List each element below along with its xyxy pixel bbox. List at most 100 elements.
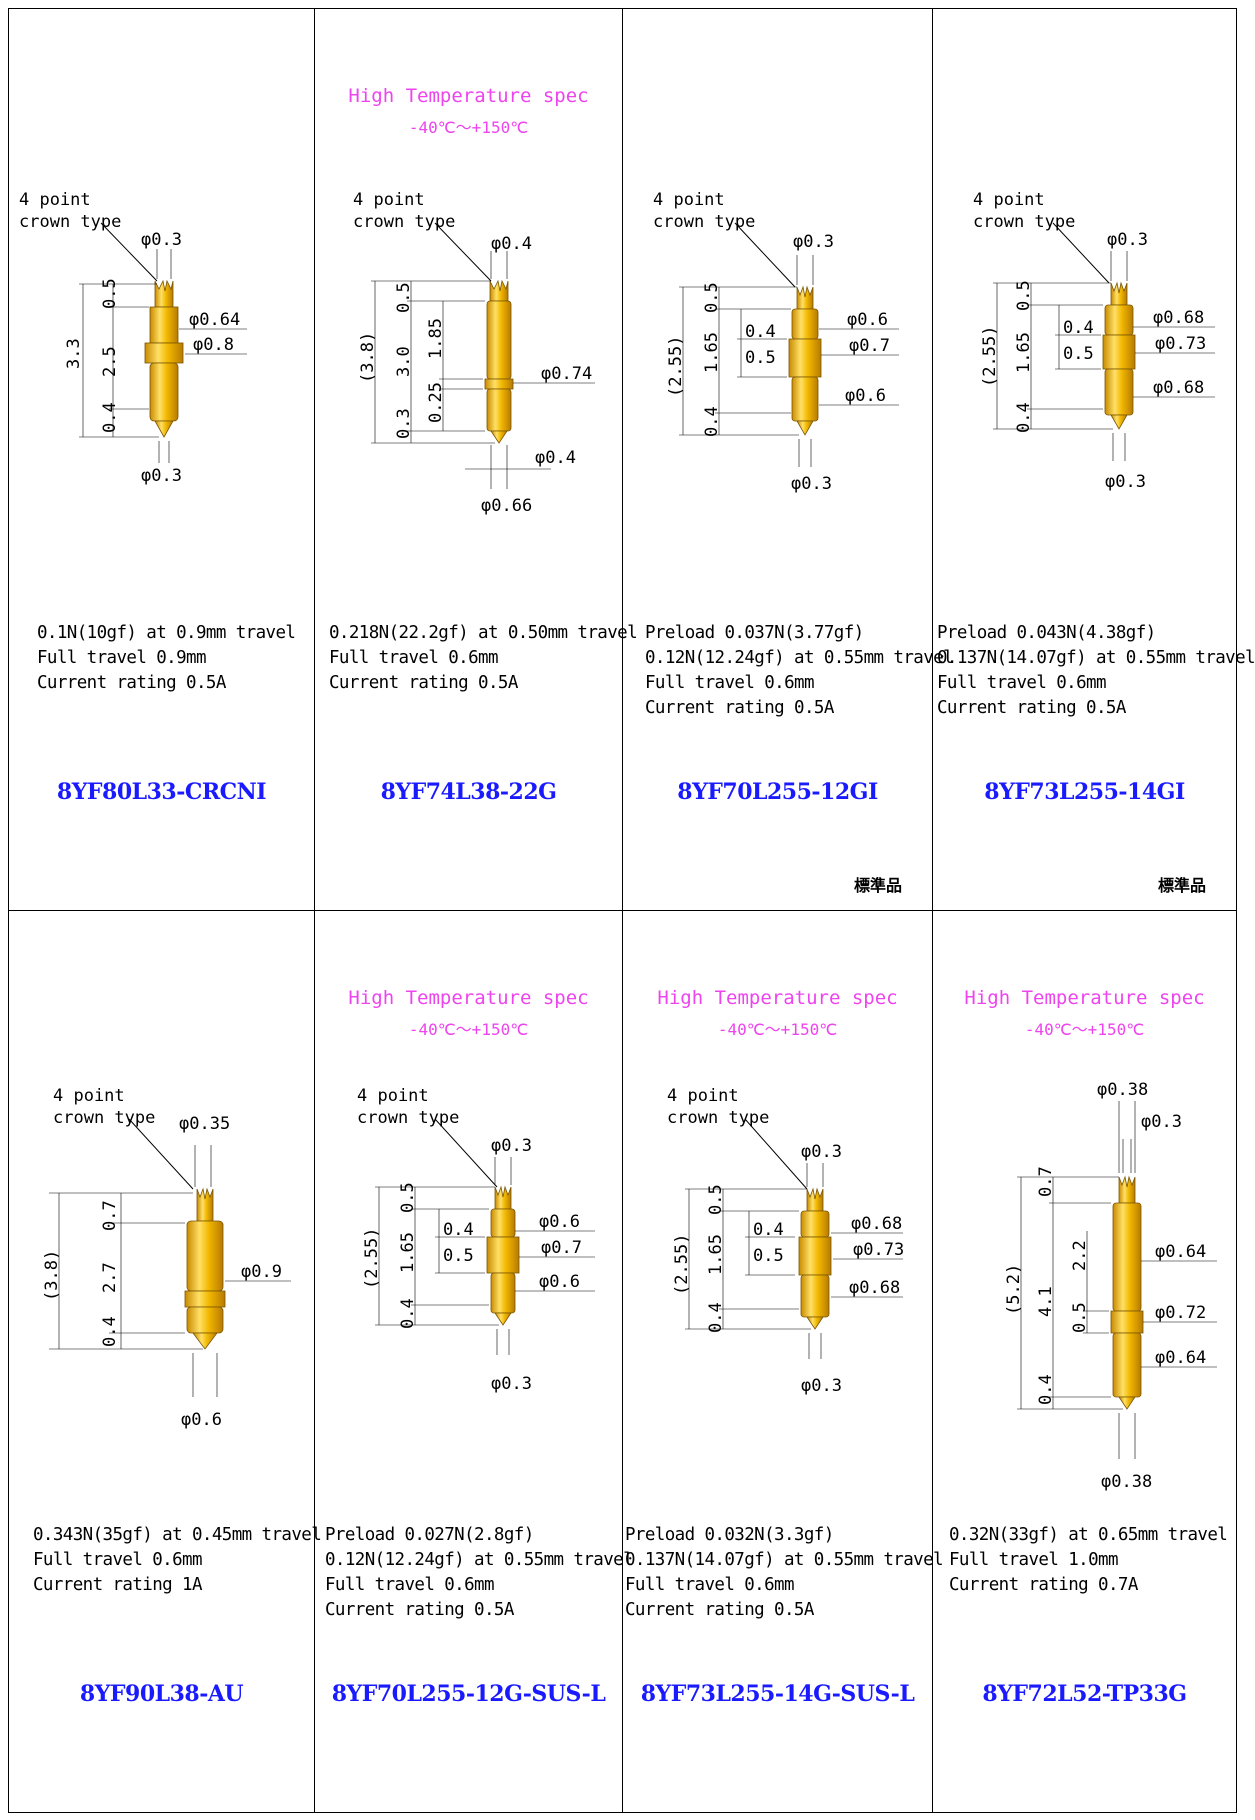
crown-label: crown type bbox=[973, 212, 1075, 232]
desc-line: Current rating 0.5A bbox=[645, 698, 834, 718]
spec-description: 0.1N(10gf) at 0.9mm travel Full travel 0… bbox=[37, 621, 296, 696]
desc-line: Full travel 0.6mm bbox=[329, 648, 499, 668]
dim-label: 4.1 bbox=[1036, 1286, 1056, 1317]
dim-label: 0.5 bbox=[745, 348, 776, 368]
dim-label: 0.4 bbox=[100, 402, 120, 433]
dim-label: 3.3 bbox=[64, 338, 84, 369]
dim-label: φ0.4 bbox=[491, 234, 532, 254]
product-cell-4: 4 point crown type φ0.3 φ0.6 bbox=[933, 9, 1255, 911]
dim-label: φ0.3 bbox=[491, 1136, 532, 1156]
dim-label: φ0.3 bbox=[141, 466, 182, 486]
dim-label: φ0.6 bbox=[539, 1272, 580, 1292]
pin-drawing-1: 4 point crown type φ0.3 φ0.64 φ0.8 bbox=[19, 190, 247, 486]
dim-label: φ0.3 bbox=[1105, 472, 1146, 492]
dim-label: φ0.3 bbox=[801, 1142, 842, 1162]
dim-label: 0.7 bbox=[100, 1200, 120, 1231]
desc-line: Full travel 0.6mm bbox=[937, 673, 1107, 693]
dim-label: 0.4 bbox=[753, 1220, 784, 1240]
crown-label: crown type bbox=[653, 212, 755, 232]
dim-label: φ0.66 bbox=[481, 496, 532, 516]
desc-line: 0.137N(14.07gf) at 0.55mm travel bbox=[625, 1550, 944, 1570]
dim-label: (5.2) bbox=[1004, 1264, 1024, 1315]
part-number: 8YF72L52-TP33G bbox=[982, 1681, 1187, 1707]
part-number: 8YF70L255-12GI bbox=[677, 779, 878, 805]
crown-label: crown type bbox=[53, 1108, 155, 1128]
dim-label: φ0.64 bbox=[189, 310, 240, 330]
desc-line: Full travel 0.6mm bbox=[645, 673, 815, 693]
dim-label: (2.55) bbox=[362, 1228, 382, 1289]
desc-line: Full travel 0.6mm bbox=[625, 1575, 795, 1595]
desc-line: Current rating 1A bbox=[33, 1575, 203, 1595]
desc-line: Current rating 0.5A bbox=[329, 673, 518, 693]
dim-label: (2.55) bbox=[672, 1234, 692, 1295]
dim-label: 0.5 bbox=[1014, 280, 1034, 311]
desc-line: Full travel 0.6mm bbox=[33, 1550, 203, 1570]
part-number: 8YF73L255-14G-SUS-L bbox=[640, 1681, 915, 1707]
spec-description: Preload 0.037N(3.77gf) 0.12N(12.24gf) at… bbox=[645, 621, 954, 721]
desc-line: Preload 0.032N(3.3gf) bbox=[625, 1525, 834, 1545]
dim-label: φ0.68 bbox=[1153, 308, 1204, 328]
product-cell-2: High Temperature spec -40℃～+150℃ 4 point… bbox=[315, 9, 638, 911]
dim-label: 0.25 bbox=[426, 382, 446, 423]
dim-label: φ0.64 bbox=[1155, 1242, 1206, 1262]
dim-label: 0.5 bbox=[398, 1182, 418, 1213]
dim-label: φ0.8 bbox=[193, 335, 234, 355]
dim-label: φ0.68 bbox=[851, 1214, 902, 1234]
spec-range: -40℃～+150℃ bbox=[408, 1020, 529, 1039]
part-number: 8YF90L38-AU bbox=[79, 1681, 244, 1707]
product-cell-8: High Temperature spec -40℃～+150℃ bbox=[933, 911, 1237, 1813]
product-cell-3: 4 point crown type φ0.3 φ0.6 bbox=[623, 9, 954, 911]
desc-line: Current rating 0.5A bbox=[625, 1600, 814, 1620]
dim-label: 0.4 bbox=[398, 1298, 418, 1329]
dim-label: 0.5 bbox=[753, 1246, 784, 1266]
desc-line: Full travel 1.0mm bbox=[949, 1550, 1119, 1570]
crown-label: 4 point bbox=[53, 1086, 125, 1106]
desc-line: 0.12N(12.24gf) at 0.55mm travel bbox=[325, 1550, 634, 1570]
dim-label: φ0.38 bbox=[1101, 1472, 1152, 1492]
dim-label: 0.4 bbox=[706, 1302, 726, 1333]
desc-line: Preload 0.037N(3.77gf) bbox=[645, 623, 864, 643]
spec-range: -40℃～+150℃ bbox=[408, 118, 529, 137]
dim-label: φ0.73 bbox=[1155, 334, 1206, 354]
dim-label: 1.65 bbox=[706, 1234, 726, 1275]
dim-label: 1.65 bbox=[1014, 332, 1034, 373]
dim-label: 1.65 bbox=[398, 1232, 418, 1273]
part-number: 8YF70L255-12G-SUS-L bbox=[331, 1681, 606, 1707]
dim-label: 0.5 bbox=[702, 282, 722, 313]
crown-label: crown type bbox=[667, 1108, 769, 1128]
dim-label: φ0.3 bbox=[801, 1376, 842, 1396]
dim-label: 0.4 bbox=[100, 1316, 120, 1347]
dim-label: 0.5 bbox=[100, 278, 120, 309]
pin-drawing-6: 4 point crown type φ0.3 φ0.6 bbox=[357, 1086, 595, 1394]
dim-label: φ0.6 bbox=[181, 1410, 222, 1430]
dim-label: 1.85 bbox=[426, 318, 446, 359]
dim-label: 0.5 bbox=[706, 1184, 726, 1215]
standard-badge: 標準品 bbox=[853, 876, 902, 895]
desc-line: Current rating 0.5A bbox=[37, 673, 226, 693]
pin-drawing-4: 4 point crown type φ0.3 φ0.6 bbox=[973, 190, 1215, 492]
spec-description: 0.343N(35gf) at 0.45mm travel Full trave… bbox=[33, 1523, 322, 1598]
dim-label: φ0.64 bbox=[1155, 1348, 1206, 1368]
crown-label: 4 point bbox=[357, 1086, 429, 1106]
dim-label: 0.7 bbox=[1036, 1166, 1056, 1197]
crown-label: 4 point bbox=[653, 190, 725, 210]
spec-description: Preload 0.032N(3.3gf) 0.137N(14.07gf) at… bbox=[625, 1523, 944, 1623]
dim-label: φ0.7 bbox=[849, 336, 890, 356]
desc-line: 0.32N(33gf) at 0.65mm travel bbox=[949, 1525, 1228, 1545]
dim-label: 3.0 bbox=[394, 346, 414, 377]
dim-label: 0.5 bbox=[443, 1246, 474, 1266]
spec-sheet: 4 point crown type φ0.3 φ0.64 φ0.8 bbox=[8, 8, 1255, 1813]
dim-label: (3.8) bbox=[358, 332, 378, 383]
crown-label: 4 point bbox=[667, 1086, 739, 1106]
crown-label: 4 point bbox=[973, 190, 1045, 210]
desc-line: Full travel 0.9mm bbox=[37, 648, 207, 668]
pin-drawing-7: 4 point crown type φ0.3 φ0.6 bbox=[667, 1086, 904, 1396]
dim-label: 0.4 bbox=[1063, 318, 1094, 338]
dim-label: 0.4 bbox=[1036, 1374, 1056, 1405]
desc-line: Preload 0.043N(4.38gf) bbox=[937, 623, 1156, 643]
dim-label: φ0.9 bbox=[241, 1262, 282, 1282]
spec-description: 0.218N(22.2gf) at 0.50mm travel Full tra… bbox=[329, 621, 638, 696]
dim-label: 0.5 bbox=[394, 282, 414, 313]
dim-label: 0.4 bbox=[443, 1220, 474, 1240]
dim-label: 0.5 bbox=[1070, 1302, 1090, 1333]
